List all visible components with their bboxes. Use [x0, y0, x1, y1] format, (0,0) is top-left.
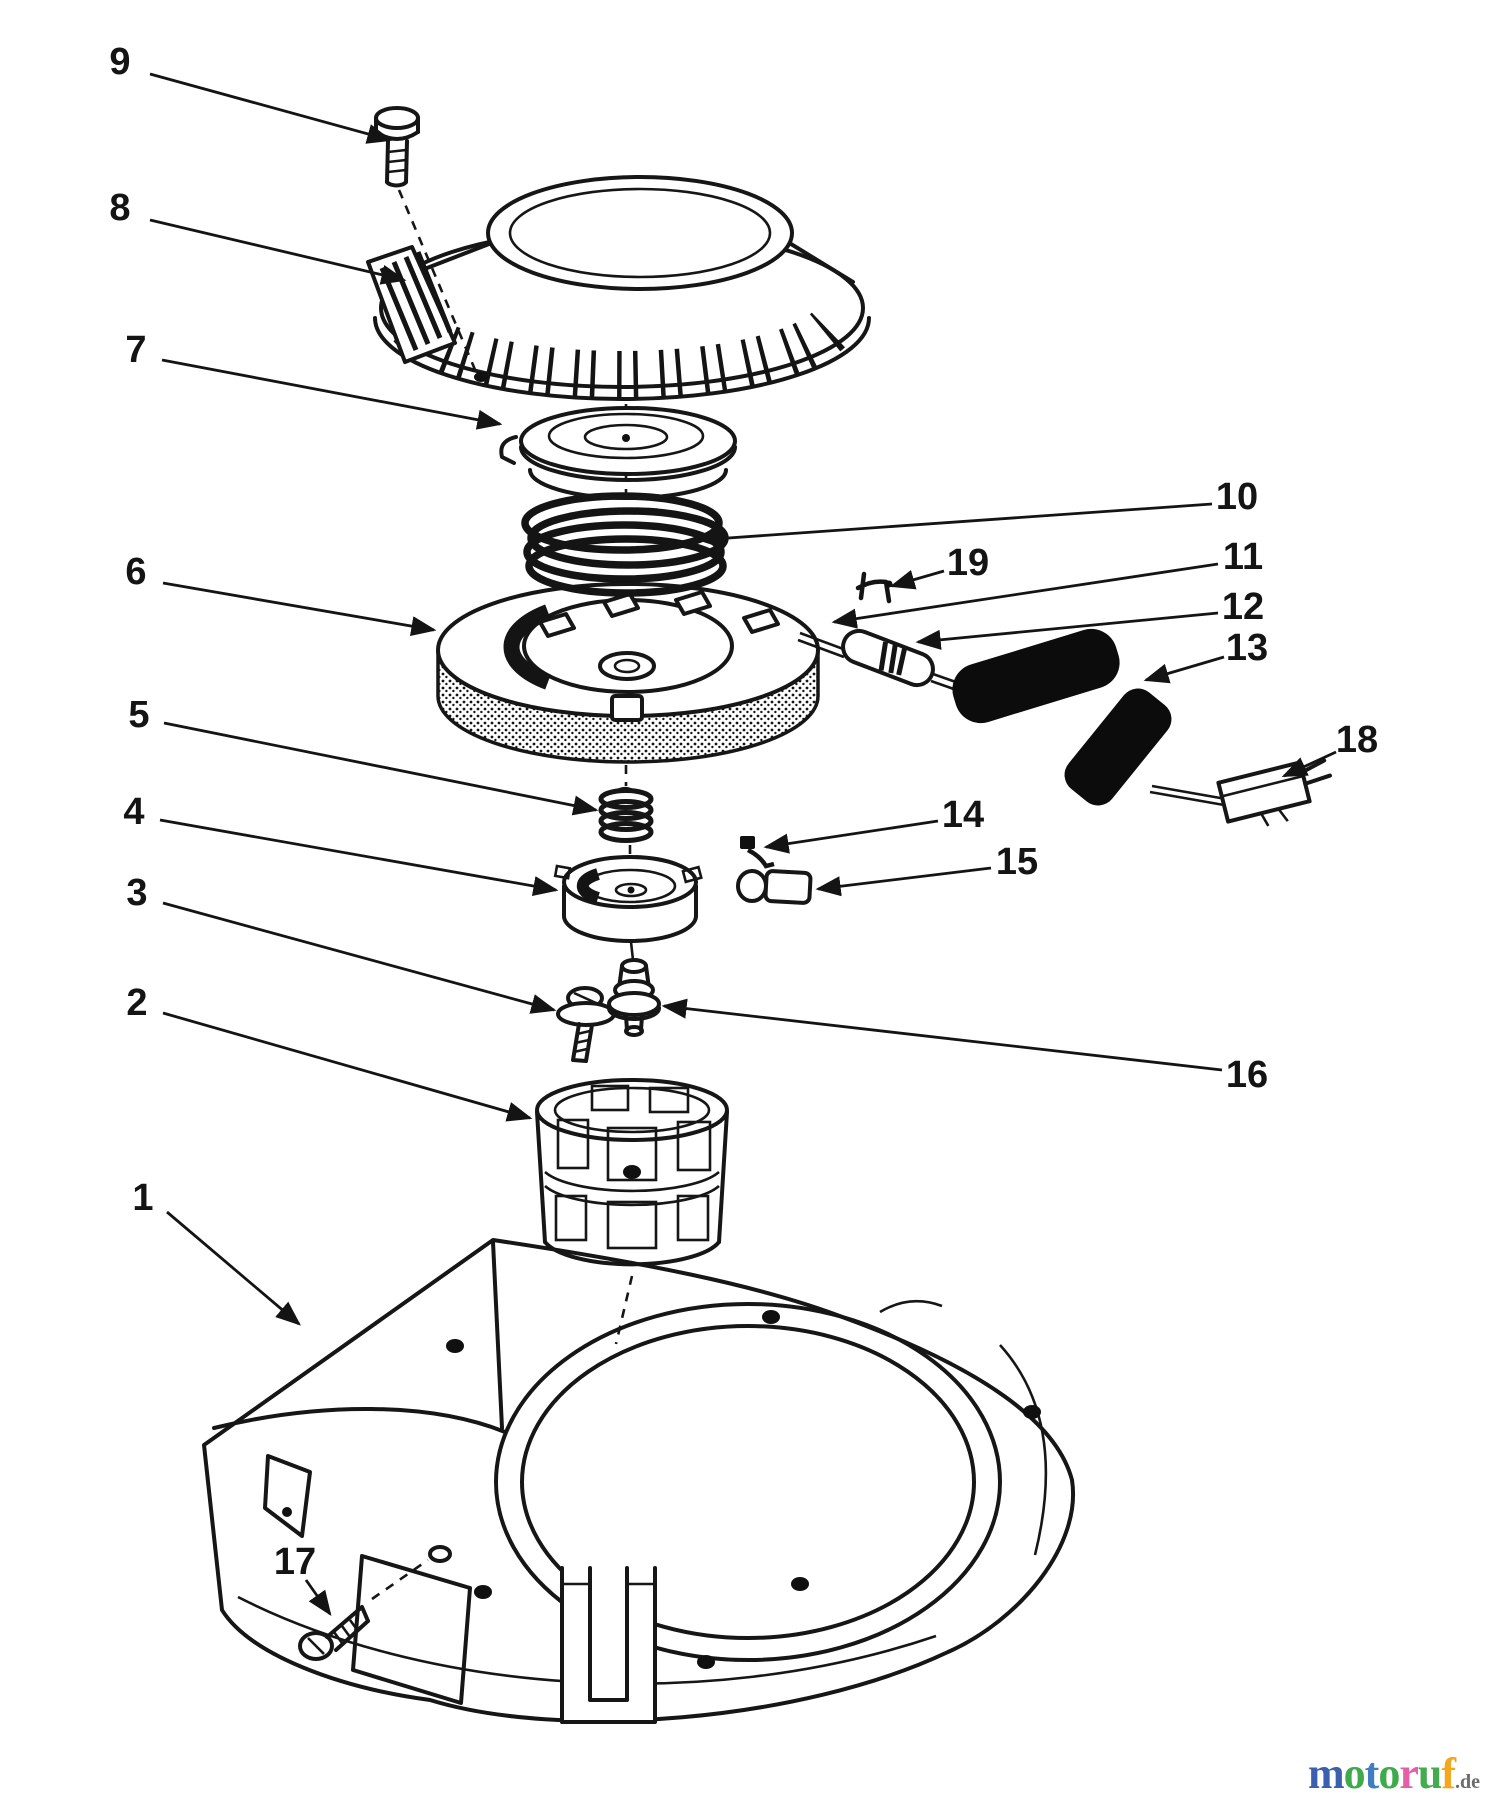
housing-bolt-holes	[446, 1310, 1041, 1669]
callout-16-leader	[661, 998, 1223, 1072]
part-2-starter-cup	[535, 1078, 729, 1345]
callout-8-label: 8	[109, 187, 130, 229]
part-15-roller	[736, 869, 813, 905]
part-7-pulley	[499, 404, 737, 500]
callout-18-leader	[1281, 750, 1337, 778]
callout-19-leader	[889, 569, 945, 590]
callout-16-label: 16	[1226, 1054, 1268, 1096]
logo-suffix: .de	[1455, 1771, 1480, 1793]
logo-letter: r	[1399, 1749, 1419, 1798]
rope-segment	[797, 631, 847, 659]
part-10-recoil-spring	[521, 492, 729, 597]
part-17-screw	[298, 1605, 370, 1661]
housing-bottom-bracket	[560, 1566, 657, 1724]
part-9-screw	[374, 106, 478, 373]
part-19-clip	[855, 571, 893, 604]
callout-6-leader	[162, 581, 437, 637]
callout-11-leader	[831, 562, 1219, 629]
callout-3-leader	[162, 901, 557, 1014]
callout-18-label: 18	[1336, 719, 1378, 761]
callout-10-leader	[697, 502, 1213, 549]
logo-letter: o	[1378, 1749, 1400, 1798]
logo-letter: m	[1308, 1749, 1345, 1798]
part-1-blower-housing	[202, 1238, 1076, 1724]
callout-17-label: 17	[274, 1541, 316, 1583]
callout-12-leader	[915, 611, 1219, 650]
part-14-clip	[740, 836, 775, 869]
part-16-bolt	[607, 941, 661, 1037]
callout-13-label: 13	[1226, 627, 1268, 669]
callout-14-label: 14	[942, 794, 984, 836]
part-8-recoil-housing	[366, 175, 871, 401]
wire-segment	[1149, 784, 1227, 807]
part-18-connector	[1216, 758, 1332, 827]
part-12-ferrule	[841, 628, 935, 688]
callout-9-label: 9	[109, 41, 130, 83]
logo-letters: motoruf	[1308, 1749, 1456, 1798]
callout-1-leader	[166, 1210, 301, 1326]
callout-15-label: 15	[996, 841, 1038, 883]
callout-19-label: 19	[947, 542, 989, 584]
callout-15-leader	[815, 866, 992, 897]
callout-13-leader	[1143, 655, 1225, 684]
callout-7-label: 7	[125, 329, 146, 371]
part-5-spring	[598, 748, 654, 843]
callout-6-label: 6	[125, 551, 146, 593]
callout-3-label: 3	[126, 872, 147, 914]
callout-9-leader	[149, 72, 393, 144]
callout-4-leader	[159, 818, 559, 896]
part-6-flywheel	[436, 582, 820, 764]
callout-8-leader	[149, 218, 407, 285]
part-3-screw-washer	[556, 986, 616, 1063]
callout-17-leader	[304, 1579, 332, 1617]
logo-letter: u	[1417, 1749, 1443, 1798]
part-13-handle	[952, 628, 1172, 806]
callout-2-leader	[162, 1011, 533, 1122]
logo-letter: t	[1364, 1749, 1380, 1798]
callout-14-leader	[763, 819, 939, 854]
callout-2-label: 2	[126, 982, 147, 1024]
callout-12-label: 12	[1222, 586, 1264, 628]
motoruf-logo[interactable]: motoruf.de	[1308, 1752, 1480, 1796]
logo-letter: o	[1343, 1749, 1366, 1798]
callout-5-label: 5	[128, 694, 149, 736]
callout-7-leader	[161, 358, 503, 430]
callout-1-label: 1	[132, 1177, 153, 1219]
callout-4-label: 4	[123, 791, 144, 833]
callout-5-leader	[163, 721, 599, 816]
callout-11-label: 11	[1223, 536, 1263, 578]
logo-letter: f	[1441, 1749, 1456, 1798]
starter-rope-assembly	[797, 628, 1332, 827]
callout-10-label: 10	[1216, 476, 1258, 518]
part-4-pawl-cup	[553, 845, 703, 943]
